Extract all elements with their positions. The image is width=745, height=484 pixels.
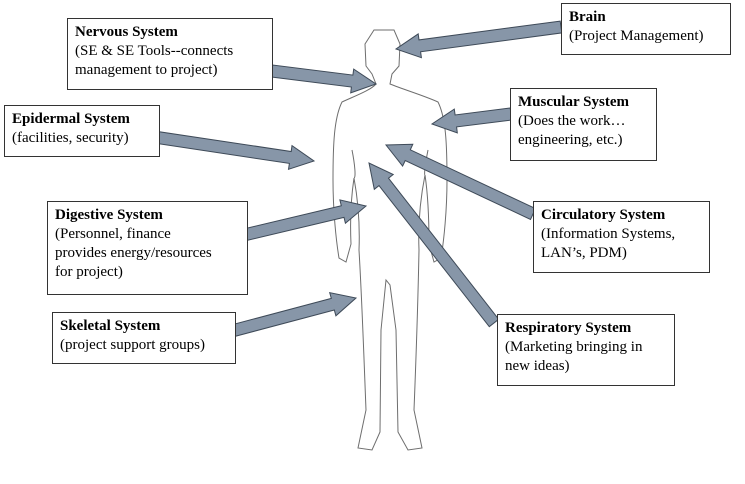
epidermal-system-title: Epidermal System [12,111,130,127]
arrow-muscular [430,107,513,134]
respiratory-system-title: Respiratory System [505,320,632,336]
label-box-nervous: Nervous System (SE & SE Tools--connects … [67,18,273,90]
circulatory-system-desc: (Information Systems, LAN’s, PDM) [541,226,676,261]
label-box-respiratory: Respiratory System (Marketing bringing i… [497,314,675,386]
label-box-muscular: Muscular System (Does the work… engineer… [510,88,657,161]
arrow-brain [394,20,563,59]
arrow-respiratory [368,162,500,328]
muscular-system-title: Muscular System [518,94,629,110]
muscular-system-desc: (Does the work… engineering, etc.) [518,113,626,148]
arrow-nervous [270,64,378,94]
respiratory-system-desc: (Marketing bringing in new ideas) [505,339,643,374]
circulatory-system-title: Circulatory System [541,207,666,223]
digestive-system-desc: (Personnel, finance provides energy/reso… [55,226,212,280]
epidermal-system-desc: (facilities, security) [12,130,129,146]
arrow-epidermal [152,130,316,171]
label-box-circulatory: Circulatory System (Information Systems,… [533,201,710,273]
brain-title: Brain [569,9,606,25]
label-box-skeletal: Skeletal System (project support groups) [52,312,236,364]
label-box-brain: Brain (Project Management) [561,3,731,55]
left-arm-inner-line [351,149,356,179]
skeletal-system-desc: (project support groups) [60,337,205,353]
label-box-epidermal: Epidermal System (facilities, security) [4,105,160,157]
nervous-system-desc: (SE & SE Tools--connects management to p… [75,43,234,78]
arrow-circulatory [384,143,537,221]
label-box-digestive: Digestive System (Personnel, finance pro… [47,201,248,295]
arrows-group [152,20,563,347]
nervous-system-title: Nervous System [75,24,178,40]
brain-desc: (Project Management) [569,28,704,44]
skeletal-system-title: Skeletal System [60,318,161,334]
digestive-system-title: Digestive System [55,207,163,223]
